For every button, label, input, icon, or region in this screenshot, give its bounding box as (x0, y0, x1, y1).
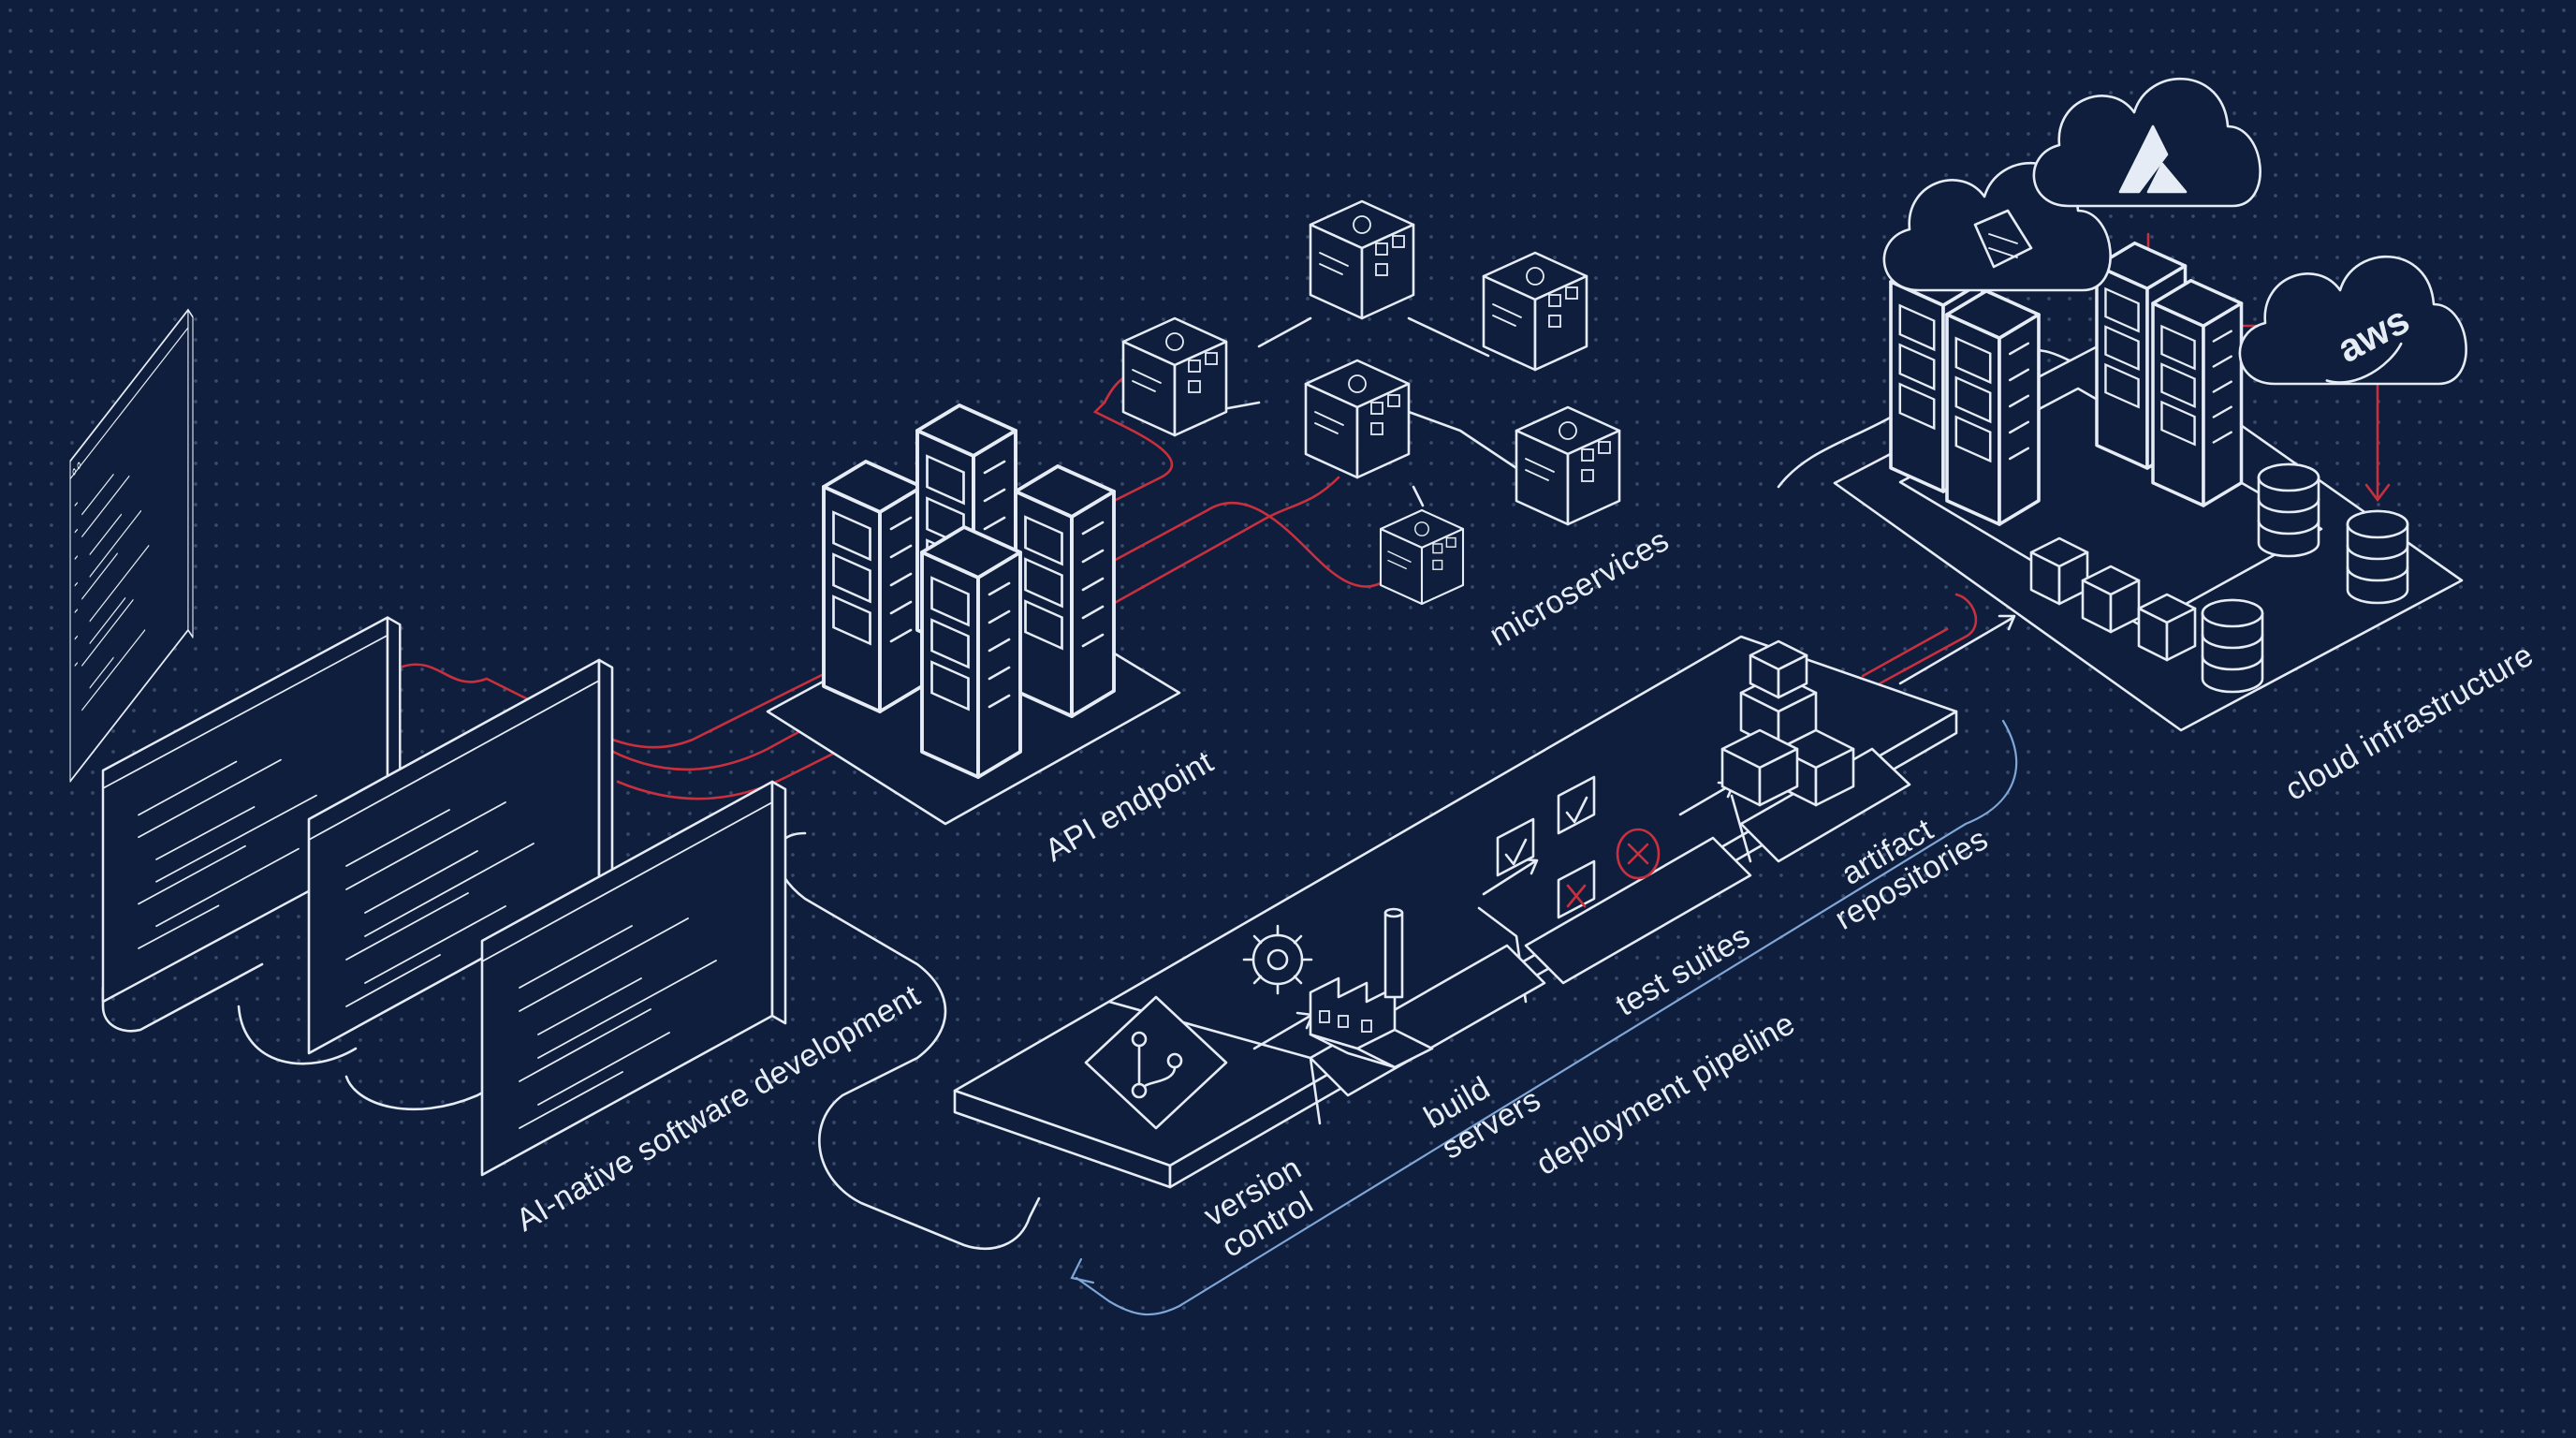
microservice-cube-icon (1515, 405, 1621, 526)
fail-icon (1616, 828, 1661, 880)
checkbox-icon (1557, 859, 1596, 919)
api-endpoint-group (766, 404, 1181, 826)
server-rack-icon (1945, 288, 2041, 526)
microservice-cube-icon (1309, 199, 1415, 320)
checkbox-icon (1557, 775, 1596, 835)
database-icon (2346, 509, 2409, 605)
factory-icon (1309, 907, 1434, 1069)
server-rack-icon (2151, 278, 2244, 507)
database-icon (2257, 462, 2320, 558)
cloud-icon (1882, 161, 2112, 292)
gear-icon (1242, 924, 1313, 995)
microservice-cube-icon (1379, 508, 1465, 606)
microservices-group (1121, 199, 1621, 606)
cloud-icon (2032, 77, 2261, 208)
microservice-cube-icon (1121, 316, 1228, 437)
git-icon (1084, 995, 1228, 1130)
cloud-infrastructure-group: aws (1833, 77, 2467, 732)
checkbox-icon (1496, 817, 1535, 877)
microservice-cube-icon (1482, 251, 1588, 372)
server-rack-icon (920, 525, 1022, 779)
package-icon (1720, 639, 1855, 807)
monitor-icon (480, 780, 787, 1177)
monitor-group (68, 308, 787, 1177)
microservice-cube-icon (1304, 359, 1411, 479)
server-rack-icon (1014, 464, 1116, 718)
server-rack-icon (822, 460, 924, 713)
cloud-icon: aws (2238, 255, 2467, 386)
deployment-pipeline (953, 635, 1958, 1189)
database-icon (2201, 598, 2264, 694)
